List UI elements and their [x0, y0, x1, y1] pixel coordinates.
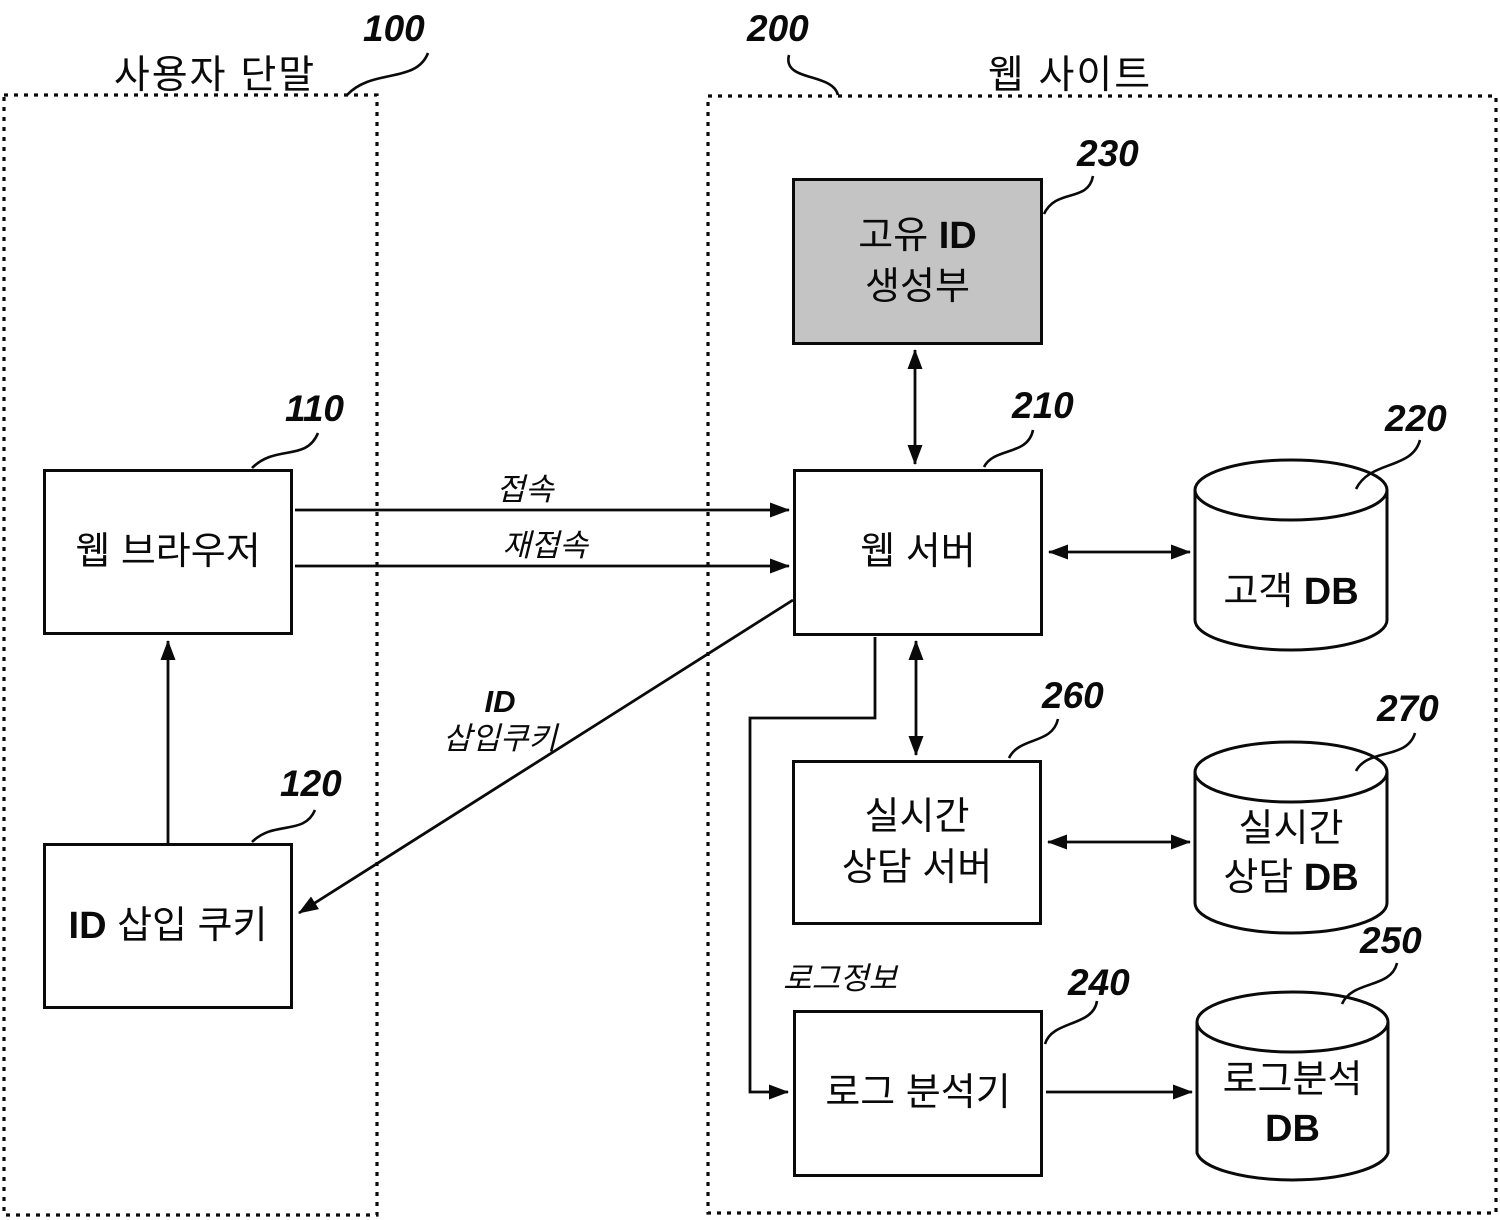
customer-db-label: 고객 DB	[1223, 571, 1359, 613]
log-db-label: 로그분석 DB	[1222, 1059, 1363, 1150]
ref-200-leader	[787, 54, 840, 96]
ref-250: 250	[1360, 920, 1422, 961]
web-browser-label: 웹 브라우저	[75, 530, 261, 573]
user-terminal-title: 사용자 단말	[113, 54, 317, 97]
web-browser-box: 웹 브라우저	[43, 469, 293, 635]
web-server-label: 웹 서버	[860, 531, 976, 574]
loginfo-elbow-arrow	[748, 637, 877, 1100]
log-analyzer-box: 로그 분석기	[793, 1010, 1043, 1177]
log-analyzer-label: 로그 분석기	[825, 1072, 1011, 1115]
id-cookie-label: ID 삽입 쿠키	[68, 904, 268, 947]
ref-100: 100	[363, 8, 425, 49]
ref-260-leader	[1007, 718, 1060, 759]
realtime-db-cylinder	[1193, 740, 1389, 935]
id-insert-cookie-arrow	[298, 598, 794, 915]
user-terminal-boundary	[2, 93, 379, 1217]
realtime-consult-server-line2: 상담 서버	[841, 846, 993, 889]
ref-260: 260	[1042, 675, 1104, 716]
connect-label: 접속	[496, 472, 554, 507]
realtime-consult-server-box: 실시간 상담 서버	[792, 760, 1042, 925]
ref-210-leader	[982, 429, 1035, 468]
unique-id-generator-box: 고유 ID 생성부	[792, 178, 1043, 345]
ref-220-leader	[1354, 439, 1422, 490]
id-cookie-box: ID 삽입 쿠키	[43, 843, 293, 1009]
log-info-label: 로그정보	[782, 961, 898, 996]
ref-110-leader	[251, 432, 320, 469]
ref-100-leader	[346, 52, 430, 96]
ref-270: 270	[1377, 688, 1439, 729]
unique-id-generator-line2: 생성부	[865, 265, 970, 308]
reconnect-label: 재접속	[502, 528, 588, 563]
ref-220: 220	[1385, 398, 1447, 439]
ref-120-leader	[251, 809, 317, 843]
web-server-box: 웹 서버	[793, 469, 1043, 636]
ref-230-leader	[1042, 175, 1095, 215]
ref-110: 110	[285, 388, 344, 429]
ref-270-leader	[1354, 732, 1417, 772]
ref-200: 200	[747, 8, 809, 49]
ref-240-leader	[1043, 1000, 1099, 1045]
customer-db-cylinder	[1193, 458, 1389, 652]
ref-240: 240	[1068, 962, 1130, 1003]
ref-120: 120	[280, 763, 342, 804]
id-insert-cookie-label: ID 삽입쿠키	[442, 684, 558, 757]
ref-210: 210	[1012, 385, 1074, 426]
unique-id-generator-line1: 고유 ID	[858, 215, 977, 258]
web-site-title: 웹 사이트	[987, 54, 1153, 97]
log-db-cylinder	[1195, 990, 1390, 1182]
realtime-db-label: 실시간 상담 DB	[1223, 808, 1359, 899]
ref-230: 230	[1077, 133, 1139, 174]
realtime-consult-server-line1: 실시간	[864, 796, 970, 839]
ref-250-leader	[1340, 962, 1399, 1005]
